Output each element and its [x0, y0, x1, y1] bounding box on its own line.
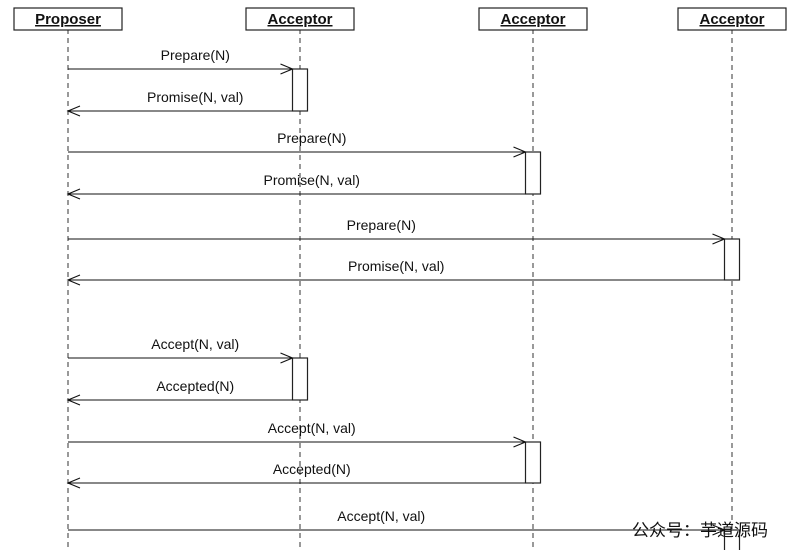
- watermark: 公众号：芋道源码: [632, 521, 768, 540]
- message-label: Accept(N, val): [337, 508, 425, 524]
- arrowhead: [66, 477, 81, 489]
- arrowhead: [712, 524, 726, 536]
- arrowhead: [280, 63, 294, 75]
- message-label: Accept(N, val): [151, 336, 239, 352]
- arrowhead: [66, 274, 81, 286]
- participant-box-proposer: [13, 7, 123, 31]
- activation-box: [723, 238, 741, 281]
- message-labels: Prepare(N) Promise(N, val) Prepare(N) Promi…: [147, 47, 444, 524]
- message-label: Accepted(N): [156, 378, 234, 394]
- arrowhead: [66, 188, 81, 200]
- message-label: Promise(N, val): [264, 172, 360, 188]
- participant-label-proposer: Proposer: [35, 11, 101, 28]
- lifelines: [67, 29, 733, 550]
- arrowhead: [280, 352, 294, 364]
- message-label: Promise(N, val): [348, 258, 444, 274]
- message-label: Accept(N, val): [268, 420, 356, 436]
- activation-box: [524, 441, 542, 484]
- activation-box: [291, 68, 309, 112]
- participant-label-acceptor2: Acceptor: [500, 11, 565, 28]
- message-label: Promise(N, val): [147, 89, 243, 105]
- participant-headers: Proposer Acceptor Acceptor Acceptor: [13, 7, 787, 31]
- arrowhead: [66, 394, 81, 406]
- participant-box-acceptor2: [478, 7, 588, 31]
- arrowhead: [513, 146, 527, 158]
- activation-box: [291, 357, 309, 401]
- activation-box: [524, 151, 542, 195]
- activation-box: [723, 529, 741, 550]
- message-label: Prepare(N): [277, 130, 346, 146]
- participant-label-acceptor1: Acceptor: [267, 11, 332, 28]
- message-label: Prepare(N): [347, 217, 416, 233]
- message-label: Prepare(N): [161, 47, 230, 63]
- participant-box-acceptor3: [677, 7, 787, 31]
- participant-box-acceptor1: [245, 7, 355, 31]
- arrowhead: [712, 233, 726, 245]
- message-label: Accepted(N): [273, 461, 351, 477]
- message-arrows: [66, 63, 726, 536]
- participant-label-acceptor3: Acceptor: [699, 11, 764, 28]
- arrowhead: [513, 436, 527, 448]
- activation-boxes: [291, 68, 741, 550]
- arrowhead: [66, 105, 81, 117]
